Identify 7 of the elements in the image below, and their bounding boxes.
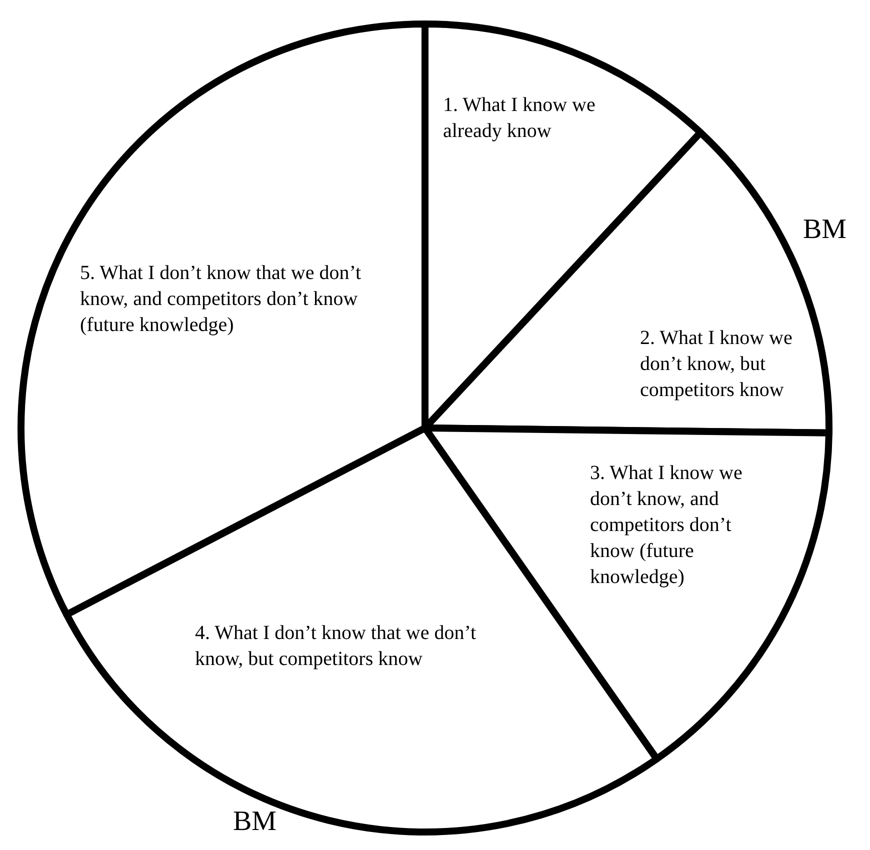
label-text: BM <box>803 214 847 246</box>
sector-text: 2. What I know we don’t know, but competitors know <box>640 325 805 403</box>
sector-text: 1. What I know we already know <box>443 92 643 144</box>
label-text: BM <box>233 806 277 838</box>
sector-text: 3. What I know we don’t know, and competitors don’t know (future knowledge) <box>590 460 760 590</box>
sector-text: 5. What I don’t know that we don’t know, and competitors don’t know (future knowledge) <box>80 260 410 338</box>
sector-text: 4. What I don’t know that we don’t know, but competitors know <box>195 620 525 672</box>
